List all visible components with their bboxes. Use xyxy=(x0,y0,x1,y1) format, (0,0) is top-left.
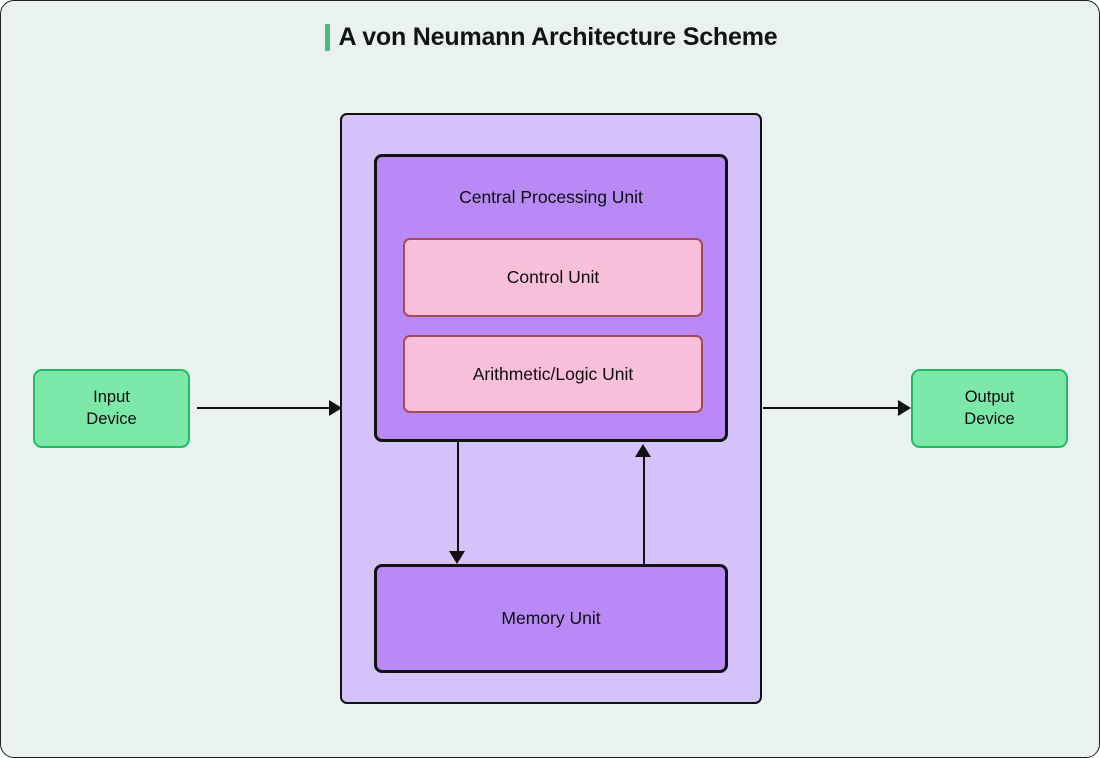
control-unit-label: Control Unit xyxy=(506,267,600,287)
control-unit-box[interactable]: Control Unit xyxy=(403,238,703,317)
arrow-cpu-to-memory-line xyxy=(457,442,459,552)
arrow-memory-to-cpu-line xyxy=(643,457,645,565)
output-device-label-line2: Device xyxy=(964,409,1015,428)
memory-unit-label: Memory Unit xyxy=(501,608,601,628)
title-accent-bar xyxy=(324,23,330,51)
arithmetic-logic-unit-box[interactable]: Arithmetic/Logic Unit xyxy=(403,335,703,413)
input-device-label-line2: Device xyxy=(86,409,137,428)
arrow-system-to-output-head-icon xyxy=(898,400,911,416)
arrow-input-to-system-line xyxy=(197,407,329,409)
arithmetic-logic-unit-label: Arithmetic/Logic Unit xyxy=(472,363,634,384)
page-title-text: A von Neumann Architecture Scheme xyxy=(338,22,778,51)
output-device-label-line1: Output xyxy=(964,387,1015,406)
output-device-label: Output Device xyxy=(964,387,1014,431)
input-device-label-line1: Input xyxy=(93,387,130,406)
arrow-cpu-to-memory-head-icon xyxy=(449,551,465,564)
input-device-box[interactable]: Input Device xyxy=(33,369,190,448)
arrow-system-to-output-line xyxy=(763,407,898,409)
page-title: A von Neumann Architecture Scheme xyxy=(1,17,1099,57)
memory-unit-box[interactable]: Memory Unit xyxy=(374,564,728,673)
arrow-input-to-system-head-icon xyxy=(329,400,342,416)
cpu-box[interactable]: Central Processing Unit Control Unit Ari… xyxy=(374,154,728,442)
output-device-box[interactable]: Output Device xyxy=(911,369,1068,448)
arrow-memory-to-cpu-head-icon xyxy=(635,444,651,457)
cpu-label: Central Processing Unit xyxy=(459,187,643,207)
input-device-label: Input Device xyxy=(86,387,136,431)
